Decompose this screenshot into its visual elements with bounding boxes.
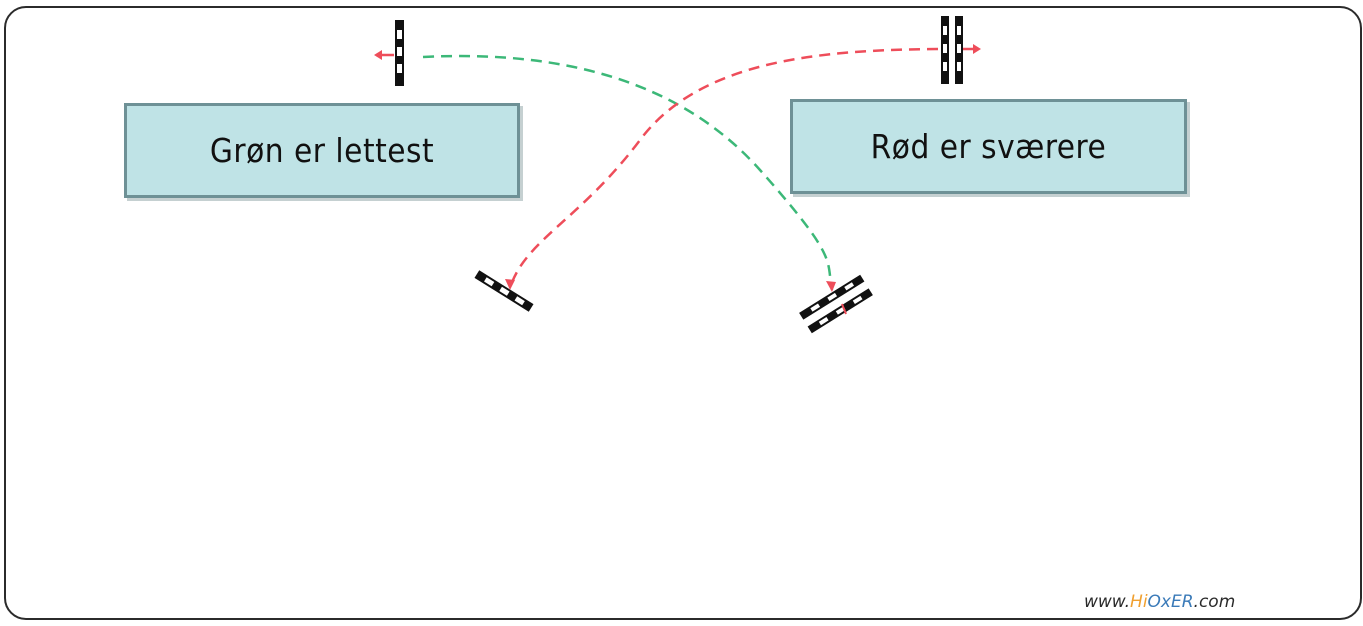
arrowhead-green-end <box>826 281 836 292</box>
label-red-text: Rød er sværere <box>870 127 1107 166</box>
red-route-path <box>508 47 939 289</box>
arrowhead-red-end <box>505 279 515 290</box>
fence-double-tilted <box>799 274 873 334</box>
label-green-text: Grøn er lettest <box>209 131 435 170</box>
watermark-logo: www.HiOxER.com <box>1084 592 1235 612</box>
watermark-hi: Hi <box>1130 592 1148 612</box>
watermark-prefix: www. <box>1084 592 1131 612</box>
fence-single-top-left <box>374 20 404 86</box>
label-red-harder: Rød er sværere <box>790 99 1187 194</box>
watermark-suffix: .com <box>1193 592 1236 612</box>
red-tail-marker <box>841 303 847 315</box>
label-green-easiest: Grøn er lettest <box>124 103 520 198</box>
fence-double-top-right <box>941 16 981 84</box>
watermark-oxer: OxER <box>1147 592 1194 612</box>
fence-single-tilted <box>474 270 534 312</box>
